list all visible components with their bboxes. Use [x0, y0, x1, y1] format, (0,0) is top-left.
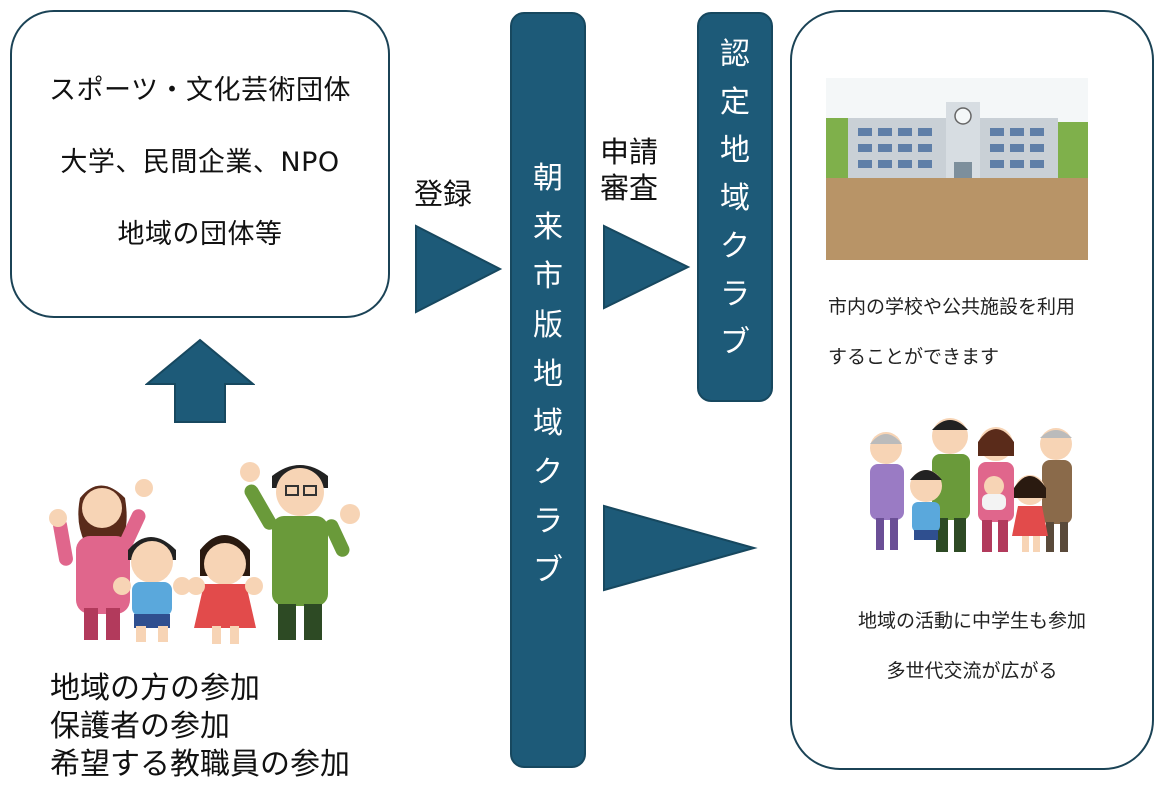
- org-line-2: 大学、民間企業、NPO: [60, 147, 340, 178]
- facility-caption-line-2: することができます: [828, 346, 1000, 368]
- org-line-3: 地域の団体等: [117, 219, 283, 250]
- family-illustration: [870, 418, 1072, 552]
- right-triangle-arrow-icon: [415, 224, 503, 314]
- facility-caption-line-1: 市内の学校や公共施設を利用: [828, 296, 1076, 318]
- father-figure: [240, 462, 360, 640]
- girl-figure: [187, 535, 263, 644]
- apply-review-label: 申請 審査: [600, 134, 658, 206]
- people-cheering-illustration: [49, 462, 360, 644]
- participation-list: 地域の方の参加 保護者の参加 希望する教職員の参加: [50, 670, 350, 784]
- participation-line-1: 地域の方の参加: [50, 671, 260, 706]
- organizations-box: スポーツ・文化芸術団体 大学、民間企業、NPO 地域の団体等: [10, 10, 390, 318]
- up-arrow-icon: [145, 338, 255, 423]
- community-caption-line-1: 地域の活動に中学生も参加: [857, 610, 1086, 632]
- certified-club-label: 認 定 地 域 ク ラ ブ: [720, 37, 750, 360]
- org-line-1: スポーツ・文化芸術団体: [49, 75, 351, 106]
- boy-figure: [113, 537, 191, 642]
- asago-city-club-label: 朝 来 市 版 地 域 ク ラ ブ: [533, 161, 563, 588]
- right-triangle-arrow-icon: [603, 504, 758, 592]
- asago-city-club-bar: 朝 来 市 版 地 域 ク ラ ブ: [510, 12, 586, 768]
- apply-label: 申請: [600, 135, 659, 169]
- right-triangle-arrow-icon: [603, 224, 691, 310]
- certified-club-bar: 認 定 地 域 ク ラ ブ: [697, 12, 773, 402]
- review-label: 審査: [600, 171, 659, 205]
- register-label: 登録: [414, 177, 473, 211]
- community-caption-line-2: 多世代交流が広がる: [886, 660, 1058, 682]
- participation-line-2: 保護者の参加: [50, 709, 230, 744]
- participation-line-3: 希望する教職員の参加: [50, 747, 350, 782]
- school-illustration: [826, 78, 1088, 260]
- mother-figure: [49, 479, 153, 640]
